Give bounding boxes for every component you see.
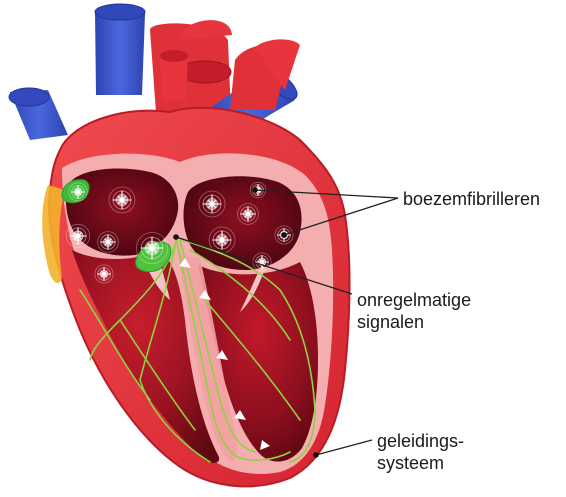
label-atrial-fibrillation: boezemfibrilleren [403, 189, 540, 209]
spark-icon [66, 224, 89, 247]
spark-icon [238, 204, 259, 225]
leader-dot-af-2 [281, 232, 287, 238]
pulmonary-veins [9, 88, 68, 140]
spark-icon [95, 265, 113, 283]
spark-icon [199, 191, 225, 217]
label-irregular-signals-line1: onregelmatige [357, 290, 471, 310]
leader-dot-conduction [313, 452, 319, 458]
superior-vena-cava [95, 4, 145, 95]
label-conduction-system-line1: geleidings- [377, 431, 464, 451]
spark-icon [136, 232, 167, 263]
spark-icon [109, 187, 135, 213]
leader-dot-af-1 [252, 187, 258, 193]
label-irregular-signals-line2: signalen [357, 312, 424, 332]
label-conduction-system-line2: systeem [377, 453, 444, 473]
spark-icon [253, 253, 271, 271]
leader-dot-irregular [173, 234, 179, 240]
spark-icon [98, 232, 119, 253]
spark-icon [69, 183, 87, 201]
